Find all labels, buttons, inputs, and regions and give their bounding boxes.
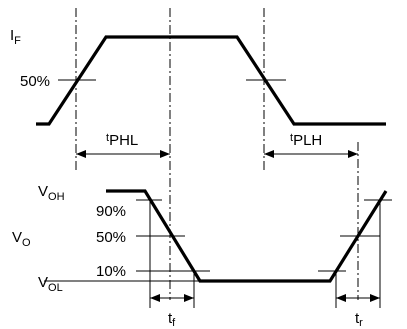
vo-50-label: 50%	[96, 229, 126, 246]
vo-10-label: 10%	[96, 263, 126, 280]
tphl-label: tPHL	[106, 132, 138, 149]
vol-label: VOL	[38, 274, 63, 294]
if-label: IF	[10, 27, 21, 47]
tr-label: tr	[355, 310, 363, 329]
tplh-arrow-left	[264, 150, 274, 158]
voh-label: VOH	[38, 183, 65, 203]
tplh-label: tPLH	[290, 132, 322, 149]
vo-label: VO	[12, 229, 31, 249]
if-50-label: 50%	[20, 73, 50, 90]
tf-arrow-right	[184, 294, 194, 302]
tf-arrow-left	[150, 294, 160, 302]
tphl-arrow-left	[76, 150, 86, 158]
tr-arrow-left	[336, 294, 346, 302]
tf-label: tf	[168, 310, 176, 329]
vo-90-label: 90%	[96, 203, 126, 220]
tphl-arrow-right	[160, 150, 170, 158]
tplh-arrow-right	[348, 150, 358, 158]
tr-arrow-right	[370, 294, 380, 302]
if-waveform	[36, 35, 386, 126]
